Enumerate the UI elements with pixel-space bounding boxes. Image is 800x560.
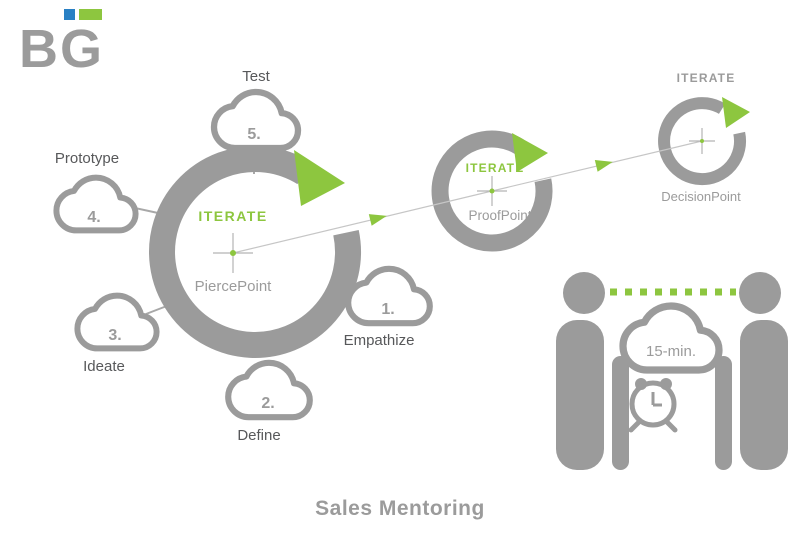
stage-iterate-decision: ITERATE	[677, 71, 736, 85]
stage-name-decision: DecisionPoint	[661, 189, 741, 204]
pierce-point-ring	[149, 146, 361, 358]
cloud-icon-meeting	[623, 306, 719, 370]
step-label-test: Test	[242, 68, 270, 85]
step-label-define: Define	[237, 427, 280, 444]
progress-arrow-icon	[594, 160, 613, 172]
step-number-test: 5.	[247, 126, 260, 143]
logo-blue-square	[64, 9, 75, 20]
pierce-center-marker	[213, 233, 253, 273]
person-left-body	[556, 320, 604, 470]
step-label-empathize: Empathize	[344, 332, 415, 349]
person-right-head	[739, 272, 781, 314]
brand-logo: BG	[19, 9, 104, 79]
step-number-define: 2.	[261, 395, 274, 412]
person-right-body	[740, 320, 788, 470]
alarm-clock-icon	[628, 378, 678, 433]
stage-iterate-pierce: ITERATE	[198, 208, 267, 224]
person-left-head	[563, 272, 605, 314]
stage-iterate-proof: ITERATE	[466, 161, 525, 175]
stage-name-proof: ProofPoint	[468, 208, 531, 223]
meeting-duration-label: 15-min.	[646, 343, 696, 360]
page-title: Sales Mentoring	[315, 497, 485, 520]
step-label-prototype: Prototype	[55, 150, 119, 167]
proof-point-ring	[431, 130, 553, 252]
decision-point-ring	[658, 97, 746, 186]
decision-center-marker	[689, 128, 715, 154]
mentoring-scene: 15-min.	[556, 272, 788, 470]
proof-center-marker	[477, 176, 507, 206]
stage-name-pierce: PiercePoint	[195, 278, 273, 295]
iterate-arrow-icon-decision	[722, 97, 750, 128]
person-right-arm	[715, 356, 732, 470]
step-number-empathize: 1.	[381, 301, 394, 318]
person-left-arm	[612, 356, 629, 470]
step-label-ideate: Ideate	[83, 358, 125, 375]
step-number-ideate: 3.	[108, 327, 121, 344]
step-number-prototype: 4.	[87, 209, 100, 226]
iterate-arrow-icon-pierce	[294, 150, 345, 206]
iterate-arrow-icon-proof	[512, 133, 548, 172]
logo-text: BG	[19, 19, 104, 79]
logo-green-rect	[79, 9, 102, 20]
progress-arrow-icon	[368, 214, 387, 226]
